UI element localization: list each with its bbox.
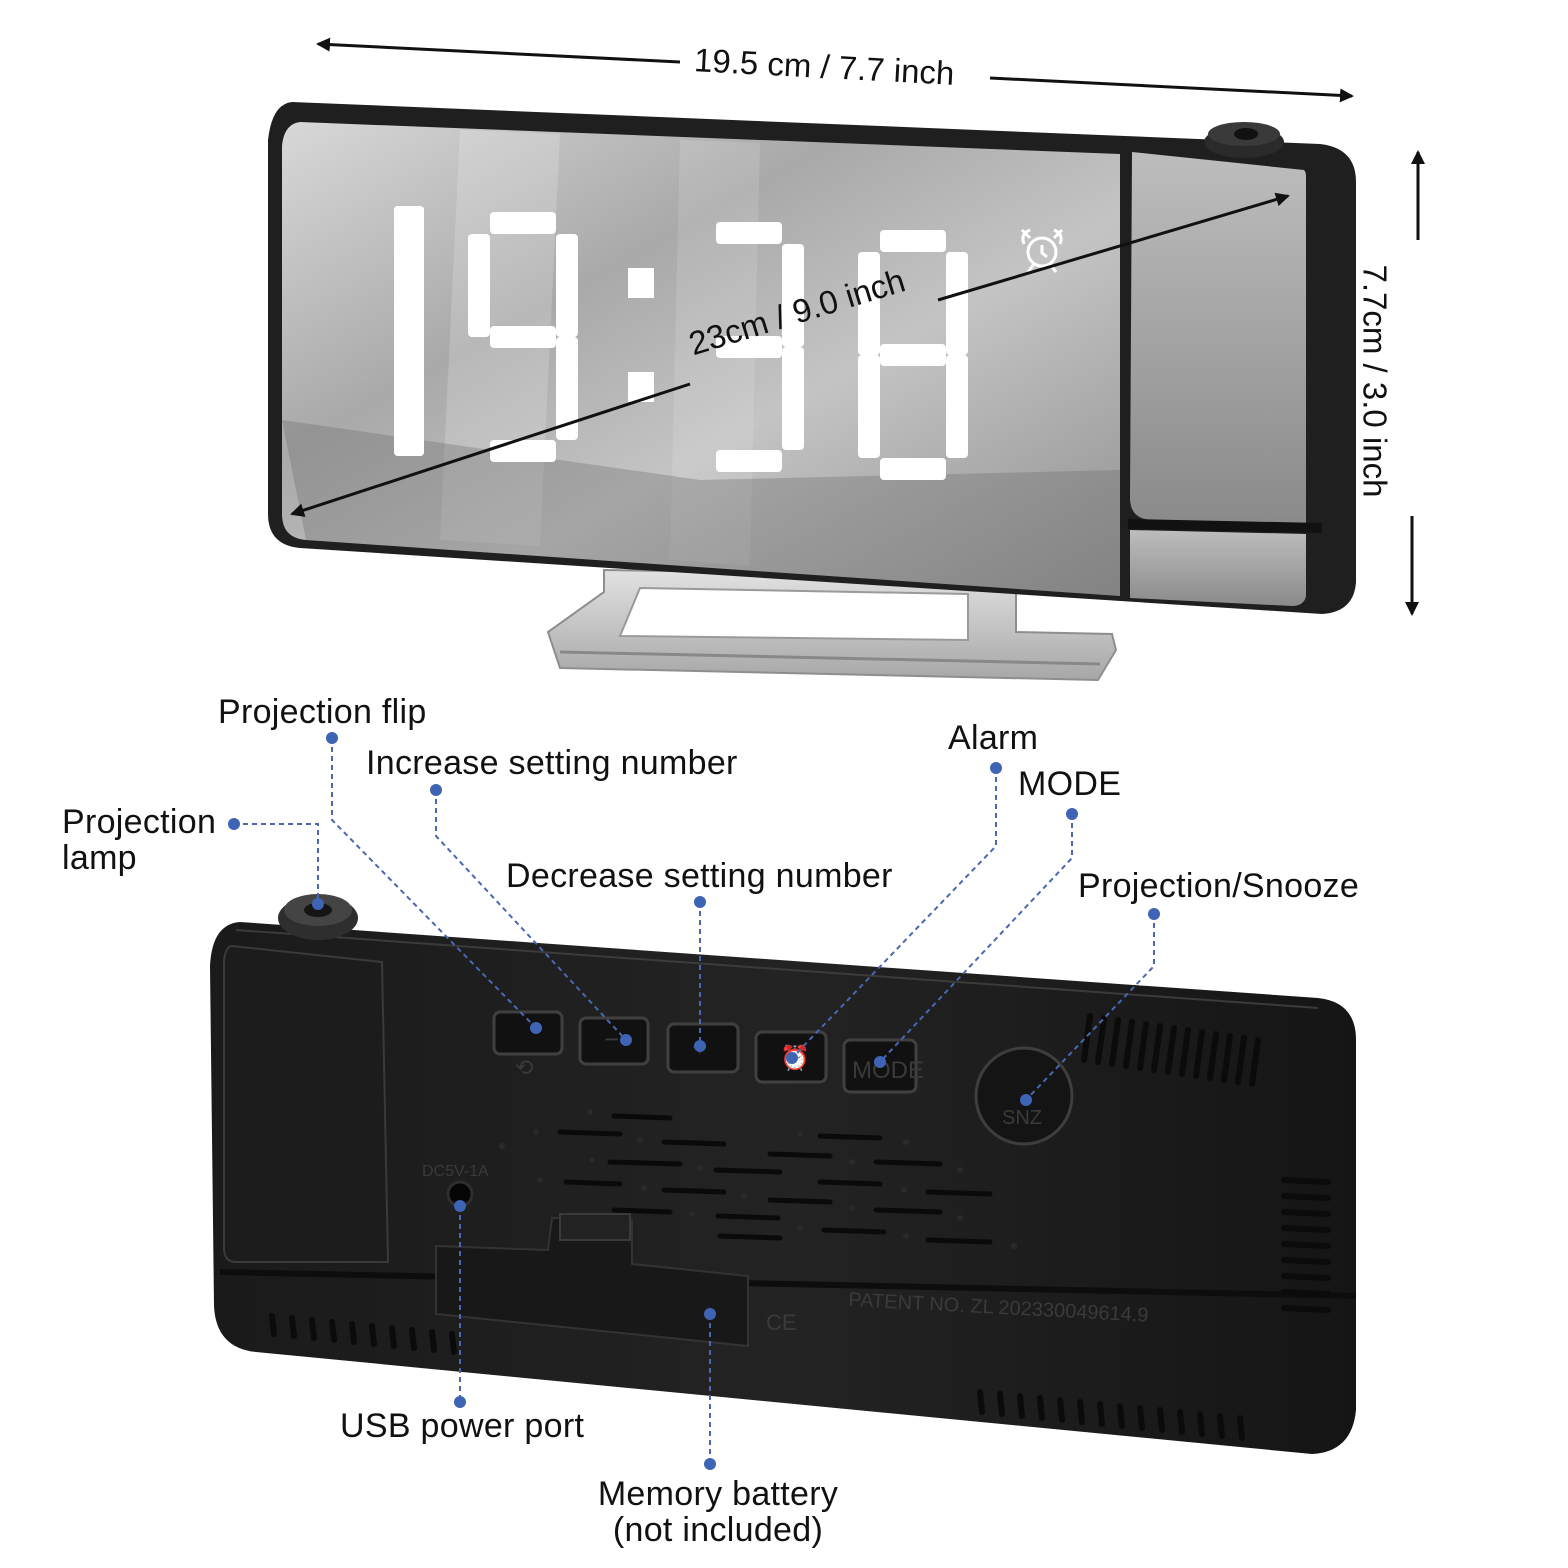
- decrease-setting-label: Decrease setting number: [506, 857, 893, 895]
- clock-digit-segment: [880, 458, 946, 480]
- clock-colon-dot: [628, 268, 654, 298]
- projection-flip-label: Projection flip: [218, 693, 427, 731]
- clock-digit-segment: [782, 244, 804, 347]
- clock-digit-segment: [716, 336, 782, 358]
- clock-stand: [546, 568, 1118, 682]
- memory-battery-label: Memory battery (not included): [597, 1475, 839, 1549]
- clock-digit-segment: [490, 440, 556, 462]
- clock-digit-segment: [946, 355, 968, 458]
- clock-digit-segment: [490, 212, 556, 234]
- alarm-clock-icon: [1020, 228, 1064, 273]
- clock-digit-segment: [468, 234, 490, 337]
- projection-flip-button-icon: ⟲: [515, 1055, 533, 1080]
- clock-digit-segment: [782, 347, 804, 450]
- usb-power-port-label: USB power port: [340, 1407, 585, 1445]
- clock-digit-segment: [716, 222, 782, 244]
- mode-button-text: MODE: [852, 1057, 924, 1084]
- clock-digit-segment: [880, 230, 946, 252]
- width-dimension-arrow: [316, 37, 1354, 103]
- clock-digit-segment: [880, 344, 946, 366]
- clock-digit-segment: [858, 252, 880, 355]
- clock-digit-segment: [556, 234, 578, 337]
- callout-dots: [228, 732, 1160, 1470]
- height-dimension-arrow: [1405, 150, 1425, 616]
- clock-digits: [394, 206, 968, 480]
- power-rating-text: DC5V-1A: [422, 1163, 489, 1180]
- projection-snooze-label: Projection/Snooze: [1078, 867, 1360, 905]
- ce-mark: CE: [766, 1310, 797, 1335]
- alarm-label: Alarm: [948, 719, 1039, 757]
- clock-digit-segment: [858, 355, 880, 458]
- projection-lamp-label: Projection lamp: [62, 803, 217, 877]
- clock-digit-segment: [716, 450, 782, 472]
- clock-digit-segment: [394, 206, 424, 456]
- increase-setting-label: Increase setting number: [366, 744, 738, 782]
- height-dimension-label: 7.7cm / 3.0 inch: [1356, 264, 1394, 498]
- snooze-button-text: SNZ: [1002, 1107, 1042, 1129]
- clock-digit-segment: [490, 326, 556, 348]
- clock-back-body: [210, 894, 1357, 1454]
- callout-leader-lines: [234, 738, 1155, 1464]
- diagonal-dimension-arrow: [290, 192, 1290, 517]
- clock-front-body: [268, 102, 1356, 614]
- decrease-button-icon: −: [604, 1024, 619, 1054]
- clock-digit-segment: [556, 337, 578, 440]
- mode-label: MODE: [1018, 765, 1122, 803]
- clock-digit-segment: [946, 252, 968, 355]
